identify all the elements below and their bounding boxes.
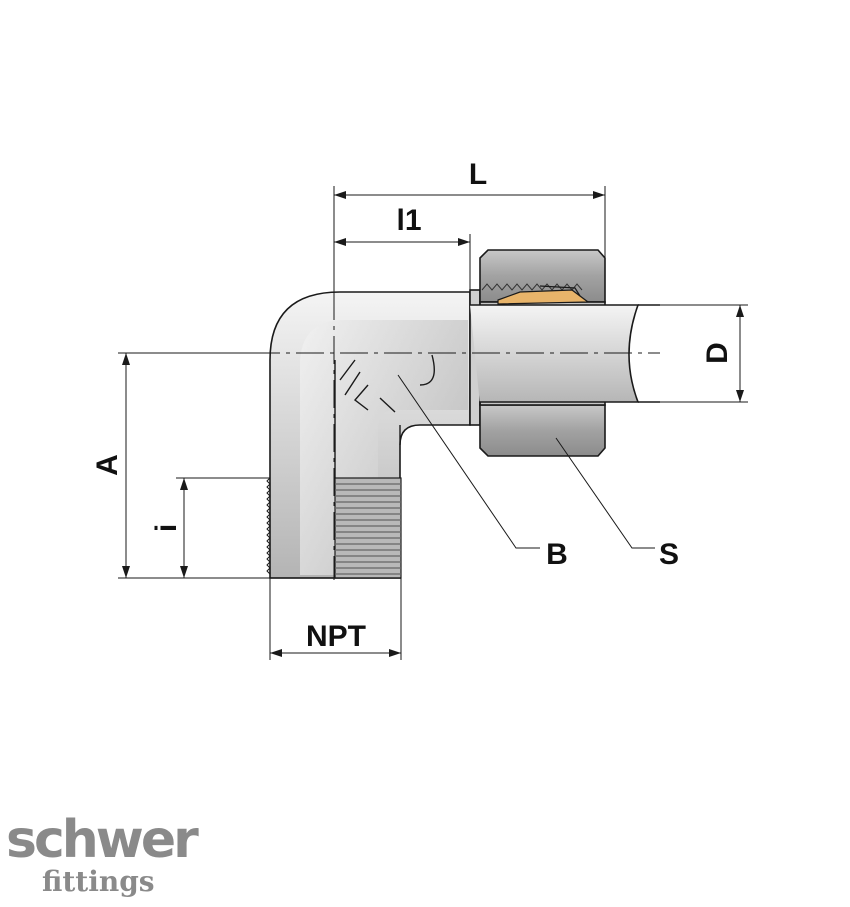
npt-thread	[266, 477, 402, 579]
logo-brand: schwer	[6, 810, 199, 870]
label-S: S	[659, 538, 679, 571]
body-hidden-lines	[334, 354, 435, 478]
leader-B	[397, 374, 540, 549]
ferrule	[497, 285, 590, 305]
label-A: A	[91, 454, 124, 476]
dimension-lines	[118, 186, 748, 660]
label-i: i	[150, 524, 183, 532]
leader-S	[555, 437, 655, 549]
label-B: B	[546, 538, 568, 571]
tube	[470, 304, 660, 405]
label-l1: l1	[396, 204, 421, 237]
brand-logo: schwer fittings	[6, 810, 199, 902]
label-L: L	[469, 158, 487, 191]
label-NPT: NPT	[306, 620, 366, 653]
logo-sub: fittings	[42, 865, 155, 898]
label-D: D	[701, 342, 734, 364]
